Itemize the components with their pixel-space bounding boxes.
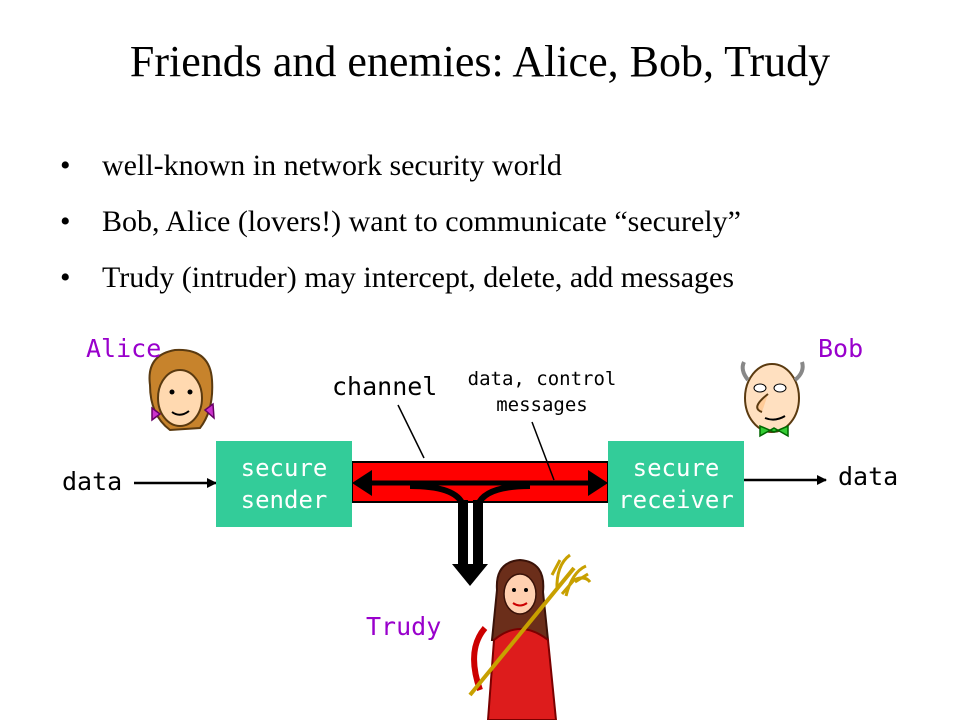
channel-callout-line xyxy=(397,404,425,459)
intercept-arrowhead xyxy=(452,564,488,586)
intercept-stem-left xyxy=(458,500,468,568)
secure-receiver-box: secure receiver xyxy=(608,441,744,527)
intercept-curve-left xyxy=(409,483,466,507)
receiver-line2: receiver xyxy=(618,486,734,514)
bob-label: Bob xyxy=(818,334,864,363)
bob-figure xyxy=(740,361,805,438)
bullet-item: • well-known in network security world xyxy=(60,142,940,198)
messages-label: data, control messages xyxy=(454,366,630,418)
channel-label: channel xyxy=(332,372,438,401)
bullet-text: Trudy (intruder) may intercept, delete, … xyxy=(102,261,735,294)
bullet-dot: • xyxy=(60,261,71,294)
bullet-dot: • xyxy=(60,149,71,182)
bullet-item: • Bob, Alice (lovers!) want to communicat… xyxy=(60,198,940,254)
intercept-stem-right xyxy=(473,500,483,568)
secure-sender-box: secure sender xyxy=(216,441,352,527)
bullet-item: • Trudy (intruder) may intercept, delete,… xyxy=(60,254,940,310)
messages-label-line2: messages xyxy=(496,394,588,416)
bullet-list: • well-known in network security world • B… xyxy=(60,142,940,310)
bullet-text: Bob, Alice (lovers!) want to communicate… xyxy=(102,205,741,238)
slide-title: Friends and enemies: Alice, Bob, Trudy xyxy=(129,37,831,86)
messages-callout-line xyxy=(531,421,555,481)
channel-arrow-left-head xyxy=(352,470,372,496)
messages-label-line1: data, control xyxy=(467,368,617,390)
intercept-curve-right xyxy=(475,483,531,507)
trudy-label: Trudy xyxy=(366,612,442,641)
sender-line1: secure xyxy=(240,454,328,482)
receiver-line1: secure xyxy=(632,454,720,482)
channel-arrow-right-head xyxy=(588,470,608,496)
trudy-figure xyxy=(468,553,592,720)
sender-line2: sender xyxy=(240,486,328,514)
alice-figure xyxy=(148,348,215,432)
bullet-text: well-known in network security world xyxy=(102,149,562,182)
data-out-label: data xyxy=(838,462,899,491)
bullet-dot: • xyxy=(60,205,71,238)
data-in-label: data xyxy=(62,467,123,496)
alice-label: Alice xyxy=(86,334,162,363)
